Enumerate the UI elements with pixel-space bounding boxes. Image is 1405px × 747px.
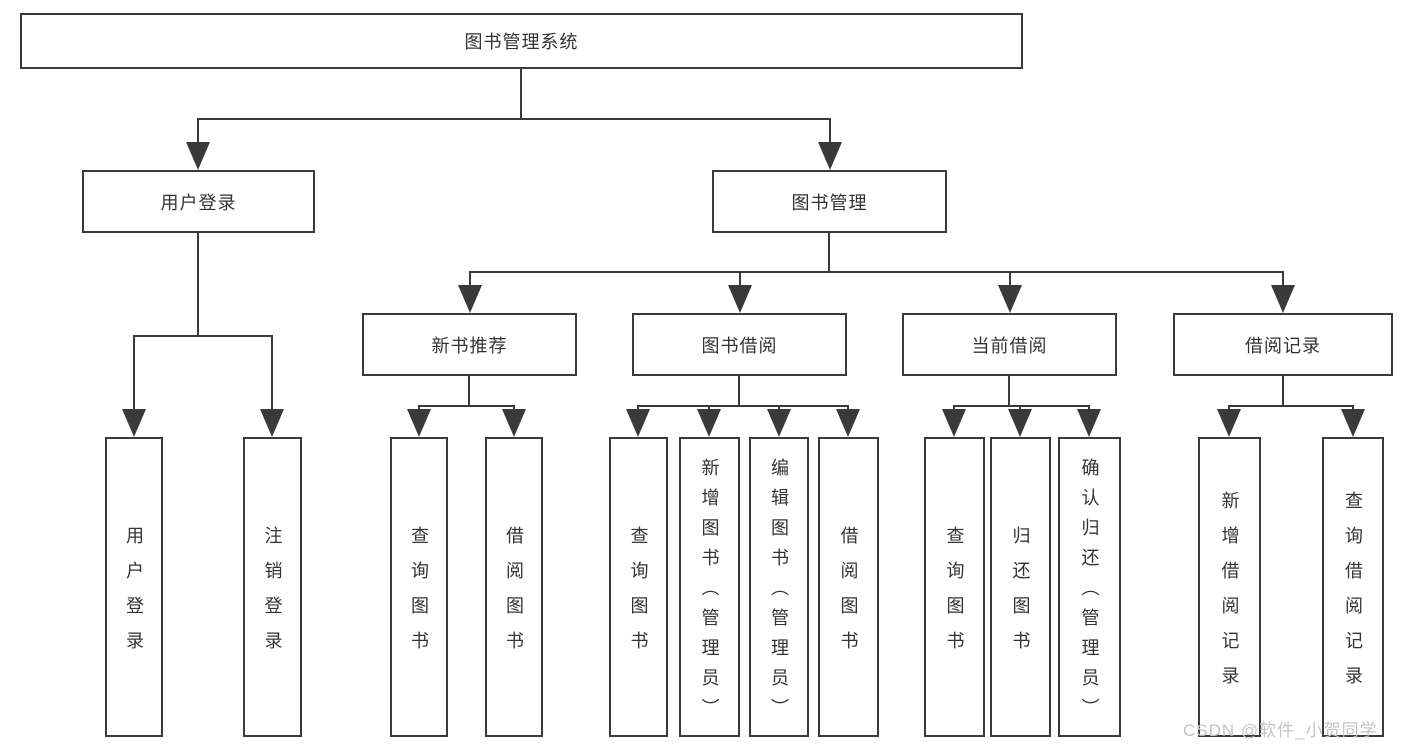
node-new-book-rec: 新书推荐: [362, 313, 577, 376]
arrow-down-icon: [260, 409, 284, 437]
connector-line: [520, 69, 522, 120]
node-user-login-label: 用户登录: [160, 192, 237, 213]
leaf-logout: 注销登录: [243, 437, 302, 737]
connector-line: [133, 335, 135, 411]
leaf-bb-query-book-label: 查询图书: [628, 525, 649, 666]
leaf-rec-borrow-book-label: 借阅图书: [504, 525, 524, 666]
arrow-down-icon: [502, 409, 526, 437]
arrow-down-icon: [767, 409, 791, 437]
arrow-down-icon: [407, 409, 431, 437]
node-current-borrow-label: 当前借阅: [971, 335, 1048, 356]
connector-line: [1009, 271, 1011, 287]
arrow-down-icon: [1008, 409, 1032, 437]
leaf-bb-borrow-book-label: 借阅图书: [838, 525, 859, 666]
connector-line: [197, 233, 199, 337]
arrow-down-icon: [122, 409, 146, 437]
leaf-rec-query-book-label: 查询图书: [409, 525, 429, 666]
arrow-down-icon: [1341, 409, 1365, 437]
leaf-rec-query-book: 查询图书: [390, 437, 448, 737]
leaf-bb-query-book: 查询图书: [609, 437, 668, 737]
leaf-bb-edit-book: 编辑图书（管理员）: [749, 437, 809, 737]
leaf-bb-add-book-label: 新增图书（管理员）: [699, 458, 720, 728]
csdn-watermark: CSDN @软件_小贺同学: [1183, 721, 1378, 740]
node-book-mgmt-label: 图书管理: [791, 192, 868, 213]
leaf-cur-confirm-return: 确认归还（管理员）: [1058, 437, 1121, 737]
arrow-down-icon: [186, 142, 210, 170]
arrow-down-icon: [836, 409, 860, 437]
connector-line: [469, 271, 1284, 273]
connector-line: [271, 335, 273, 411]
leaf-rcd-query-record-label: 查询借阅记录: [1343, 490, 1363, 701]
arrow-down-icon: [1077, 409, 1101, 437]
leaf-rcd-add-record: 新增借阅记录: [1198, 437, 1261, 737]
node-root: 图书管理系统: [20, 13, 1023, 69]
connector-line: [829, 118, 831, 146]
connector-line: [953, 405, 1090, 407]
arrow-down-icon: [1217, 409, 1241, 437]
leaf-rcd-add-record-label: 新增借阅记录: [1219, 490, 1240, 701]
connector-line: [469, 271, 471, 287]
connector-line: [637, 405, 849, 407]
connector-line: [1008, 376, 1010, 407]
connector-line: [1282, 271, 1284, 287]
leaf-cur-return-book-label: 归还图书: [1010, 525, 1031, 666]
node-borrow-records: 借阅记录: [1173, 313, 1393, 376]
arrow-down-icon: [998, 285, 1022, 313]
node-book-mgmt: 图书管理: [712, 170, 947, 233]
arrow-down-icon: [728, 285, 752, 313]
leaf-rcd-query-record: 查询借阅记录: [1322, 437, 1384, 737]
connector-line: [468, 376, 470, 407]
leaf-logout-label: 注销登录: [262, 525, 283, 666]
leaf-user-login: 用户登录: [105, 437, 163, 737]
arrow-down-icon: [697, 409, 721, 437]
node-new-book-rec-label: 新书推荐: [431, 335, 508, 356]
connector-line: [1282, 376, 1284, 407]
leaf-rec-borrow-book: 借阅图书: [485, 437, 543, 737]
node-root-label: 图书管理系统: [464, 32, 579, 52]
connector-line: [197, 118, 199, 146]
connector-line: [133, 335, 273, 337]
connector-line: [197, 118, 831, 120]
connector-line: [418, 405, 515, 407]
leaf-cur-query-book-label: 查询图书: [944, 525, 965, 666]
arrow-down-icon: [626, 409, 650, 437]
leaf-bb-borrow-book: 借阅图书: [818, 437, 879, 737]
node-borrow-records-label: 借阅记录: [1245, 335, 1321, 356]
leaf-cur-confirm-return-label: 确认归还（管理员）: [1079, 458, 1100, 728]
connector-line: [738, 376, 740, 407]
arrow-down-icon: [818, 142, 842, 170]
node-user-login: 用户登录: [82, 170, 315, 233]
leaf-bb-add-book: 新增图书（管理员）: [679, 437, 740, 737]
leaf-cur-return-book: 归还图书: [990, 437, 1051, 737]
node-book-borrow-label: 图书借阅: [701, 335, 778, 356]
arrow-down-icon: [458, 285, 482, 313]
connector-line: [828, 233, 830, 273]
connector-line: [739, 271, 741, 287]
node-current-borrow: 当前借阅: [902, 313, 1117, 376]
leaf-user-login-label: 用户登录: [124, 525, 144, 666]
arrow-down-icon: [1271, 285, 1295, 313]
node-book-borrow: 图书借阅: [632, 313, 847, 376]
arrow-down-icon: [942, 409, 966, 437]
connector-line: [1228, 405, 1354, 407]
leaf-bb-edit-book-label: 编辑图书（管理员）: [769, 458, 789, 728]
leaf-cur-query-book: 查询图书: [924, 437, 985, 737]
